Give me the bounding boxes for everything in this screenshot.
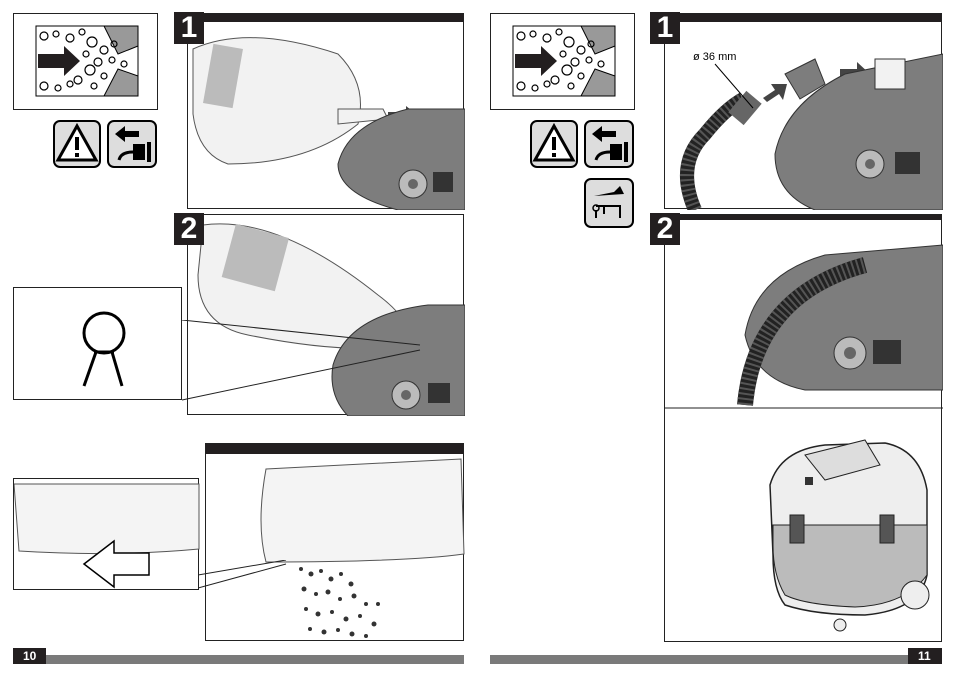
step-2-right-panel: [664, 214, 942, 642]
step-2-right-badge: 2: [650, 213, 680, 245]
right-footer-bar: [490, 655, 941, 664]
dust-flow-icon-right: [490, 13, 635, 110]
right-page-number: 11: [908, 648, 942, 664]
left-page-number: 10: [13, 648, 46, 664]
vacuum-connection-icon: [584, 178, 634, 228]
warning-triangle-icon: [53, 120, 101, 168]
dust-flow-icon: [13, 13, 158, 110]
bag-emptying-panel: [205, 443, 464, 641]
left-footer-bar: [13, 655, 464, 664]
step-1-left-badge: 1: [174, 12, 204, 44]
clip-detail-panel: [13, 287, 182, 400]
step-2-left-badge: 2: [174, 213, 204, 245]
warning-triangle-icon-right: [530, 120, 578, 168]
unplug-icon-right: [584, 120, 634, 168]
bag-callout-lines: [198, 560, 288, 600]
bag-detail-panel: [13, 478, 199, 590]
step-1-right-panel: ø 36 mm: [664, 13, 942, 209]
step-1-left-panel: [187, 13, 464, 209]
step-1-right-badge: 1: [650, 12, 680, 44]
unplug-icon: [107, 120, 157, 168]
